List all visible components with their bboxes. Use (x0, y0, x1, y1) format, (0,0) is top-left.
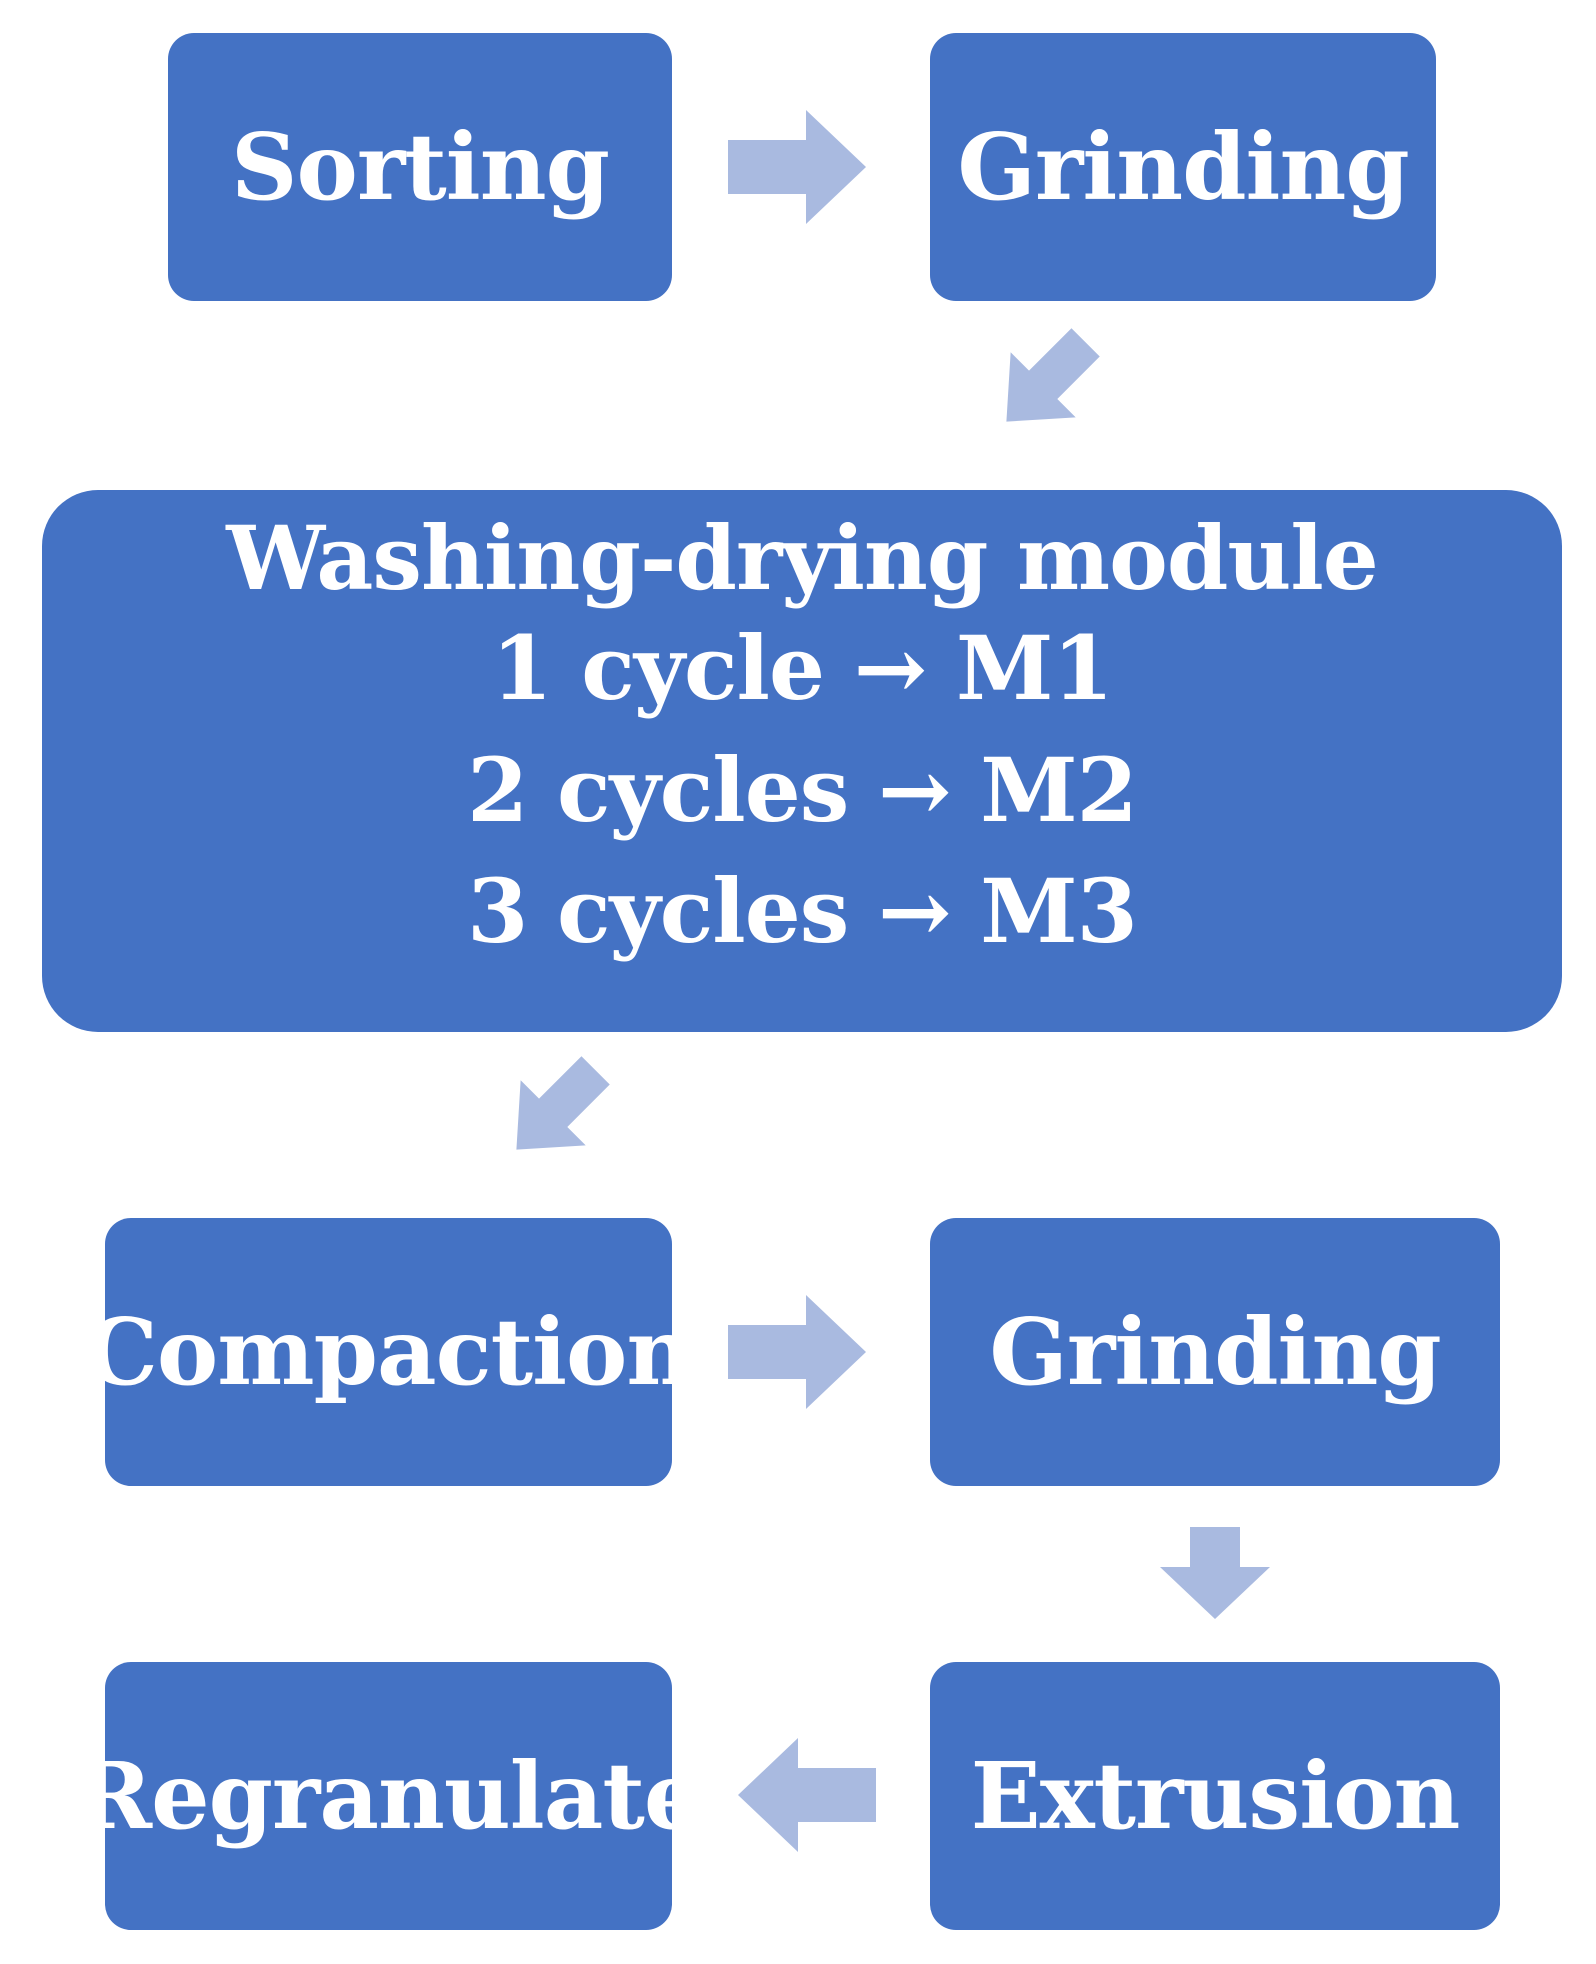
arrow-right-icon (728, 1295, 866, 1409)
washing-module-title: Washing-drying module (226, 506, 1379, 610)
arrow-left-icon (738, 1738, 876, 1852)
arrow-right-icon (728, 110, 866, 224)
arrow-down-left-icon (1006, 328, 1100, 422)
arrow-down-left-icon (516, 1056, 610, 1150)
step-compaction-label: Compaction (84, 1298, 694, 1406)
step-grinding-box: Grinding (930, 33, 1436, 301)
step-second-grinding-box: Grinding (930, 1218, 1500, 1486)
washing-cycle-3: 3 cycles → M3 (467, 859, 1138, 964)
step-washing-drying-module-box: Washing-drying module 1 cycle → M1 2 cyc… (42, 490, 1562, 1032)
step-regranulate-box: Regranulate (76, 1662, 702, 1930)
arrow-down-icon (1160, 1527, 1270, 1619)
step-second-grinding-label: Grinding (989, 1298, 1441, 1406)
washing-cycle-2: 2 cycles → M2 (467, 737, 1138, 842)
washing-cycle-1: 1 cycle → M1 (491, 616, 1113, 721)
step-extrusion-box: Extrusion (930, 1662, 1500, 1930)
step-sorting-box: Sorting (168, 33, 672, 301)
step-sorting-label: Sorting (231, 113, 610, 221)
step-compaction-box: Compaction (85, 1218, 693, 1486)
step-grinding-label: Grinding (957, 113, 1409, 221)
step-regranulate-label: Regranulate (75, 1742, 703, 1850)
step-extrusion-label: Extrusion (970, 1742, 1461, 1850)
